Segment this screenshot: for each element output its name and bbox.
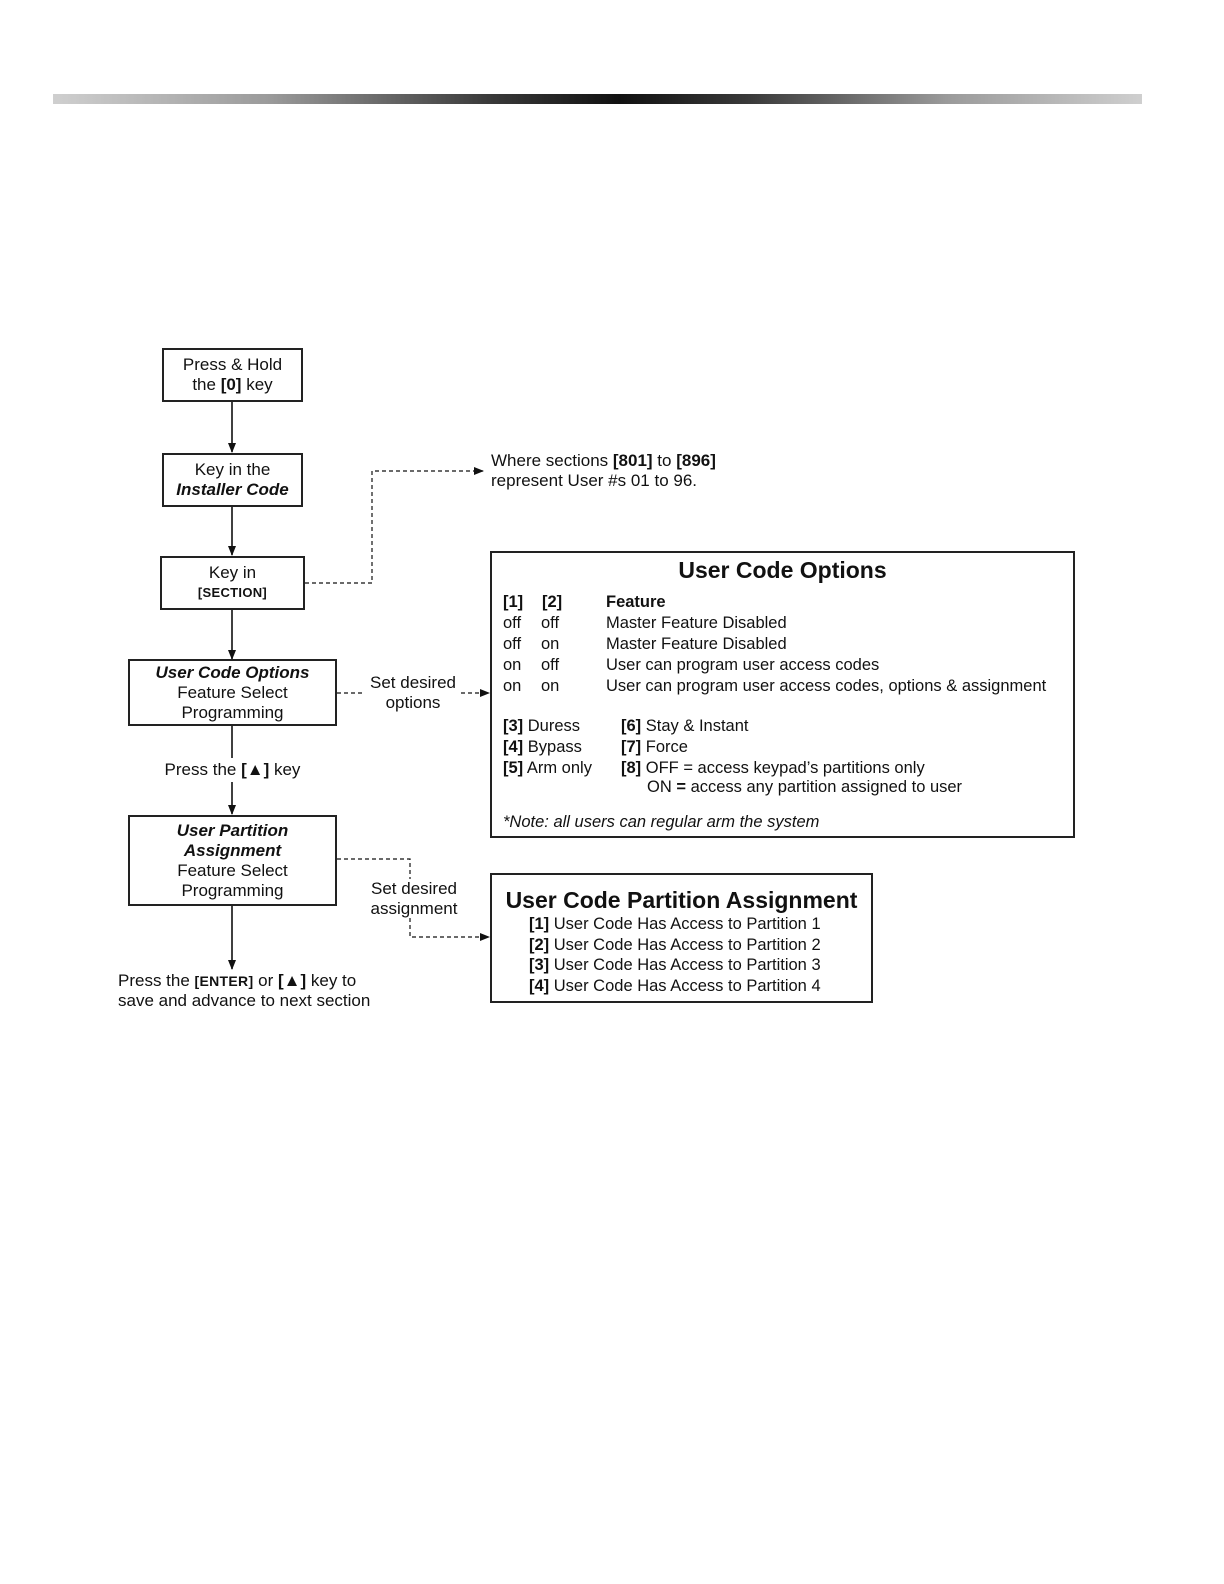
section-note-line2: represent User #s 01 to 96. <box>491 471 698 490</box>
option-8: [8] OFF = access keypad’s partitions onl… <box>621 759 925 777</box>
row2-col2: on <box>541 635 560 653</box>
final-line1: Press the [ENTER] or [▲] key to <box>118 971 357 990</box>
step4-title: User Code Options <box>155 662 310 682</box>
dashed-section-note <box>305 467 484 584</box>
row1-feature: Master Feature Disabled <box>606 614 787 632</box>
header-gradient-bar <box>53 94 1142 104</box>
options-panel-title: User Code Options <box>678 557 887 583</box>
section-range-note: Where sections [801] to [896] represent … <box>491 451 716 491</box>
step-user-code-options-box: User Code Options Feature Select Program… <box>128 659 337 726</box>
final-instruction: Press the [ENTER] or [▲] key to save and… <box>118 971 370 1011</box>
option-5: [5] Arm only <box>503 759 592 777</box>
step-section-box: Key in [SECTION] <box>160 556 305 610</box>
header-col1: [1] <box>503 593 524 611</box>
header-feature: Feature <box>606 593 666 611</box>
partition-item-1: [1] User Code Has Access to Partition 1 <box>529 915 821 933</box>
options-note: *Note: all users can regular arm the sys… <box>503 813 820 831</box>
press-up-key-label: Press the [▲] key <box>164 760 301 779</box>
row3-feature: User can program user access codes <box>606 656 880 674</box>
partition-item-2: [2] User Code Has Access to Partition 2 <box>529 936 821 954</box>
step1-line1: Press & Hold <box>182 355 283 374</box>
step5-title1: User Partition <box>176 820 289 840</box>
option-8-on-line: ON = access any partition assigned to us… <box>647 778 963 796</box>
section-note-line1: Where sections [801] to [896] <box>491 451 716 470</box>
row2-feature: Master Feature Disabled <box>606 635 787 653</box>
set-options-label: Set desired options <box>370 673 456 712</box>
final-line2: save and advance to next section <box>118 991 371 1010</box>
row3-col1: on <box>503 656 522 674</box>
dashed-assign-b <box>409 918 490 941</box>
step-press-hold-box: Press & Hold the [0] key <box>162 348 303 402</box>
section-key-label: [SECTION] <box>197 585 268 600</box>
header-col2: [2] <box>542 593 563 611</box>
step5-line3: Feature Select <box>177 860 288 880</box>
user-code-options-panel: User Code Options [1] [2] Feature off of… <box>490 551 1075 838</box>
step3-line1: Key in <box>208 563 257 582</box>
row4-col1: on <box>503 677 522 695</box>
option-7: [7] Force <box>621 738 688 756</box>
installer-code-label: Installer Code <box>176 480 289 499</box>
dashed-assign-a <box>337 858 411 879</box>
row3-col2: off <box>541 656 560 674</box>
row4-feature: User can program user access codes, opti… <box>606 677 1047 695</box>
set-assignment-label: Set desired assignment <box>370 879 458 918</box>
row1-col2: off <box>541 614 560 632</box>
step4-line2: Feature Select <box>177 682 288 702</box>
row1-col1: off <box>503 614 522 632</box>
step4-line3: Programming <box>181 702 284 722</box>
step-user-partition-box: User Partition Assignment Feature Select… <box>128 815 337 906</box>
row4-col2: on <box>541 677 560 695</box>
partition-assignment-panel: User Code Partition Assignment [1] User … <box>490 873 873 1003</box>
option-3: [3] Duress <box>503 717 581 735</box>
partition-item-3: [3] User Code Has Access to Partition 3 <box>529 956 821 974</box>
step-installer-code-box: Key in the Installer Code <box>162 453 303 507</box>
step5-line4: Programming <box>181 880 284 900</box>
partition-panel-title: User Code Partition Assignment <box>505 887 858 913</box>
step5-title2: Assignment <box>183 840 282 860</box>
option-6: [6] Stay & Instant <box>621 717 749 735</box>
row2-col1: off <box>503 635 522 653</box>
partition-item-4: [4] User Code Has Access to Partition 4 <box>529 977 821 995</box>
step2-line1: Key in the <box>194 460 271 479</box>
option-4: [4] Bypass <box>503 738 582 756</box>
step1-line2: the [0] key <box>192 375 273 394</box>
